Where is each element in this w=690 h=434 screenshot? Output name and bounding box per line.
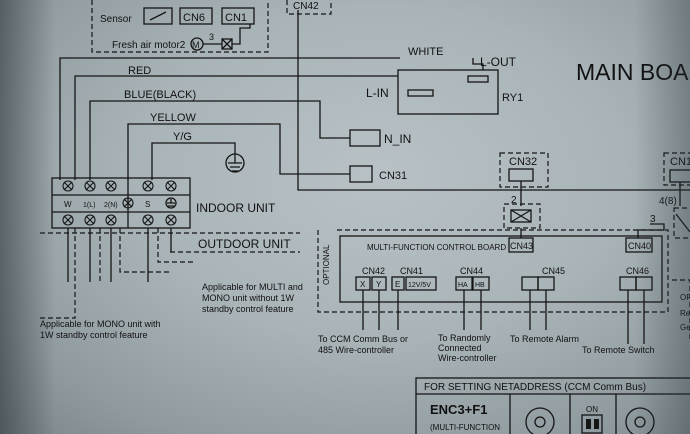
main-bus-line: [297, 10, 690, 191]
right-edge-text-2: Re: [680, 309, 690, 318]
yellow-label: YELLOW: [150, 112, 196, 124]
random-line1: To Randomly: [438, 333, 491, 343]
terminal-2n-label: 2(N): [104, 202, 118, 209]
sensor-label: Sensor: [100, 14, 132, 25]
cn1-label: CN1: [225, 12, 247, 24]
cn44-label: CN44: [460, 266, 483, 276]
blue-label: BLUE(BLACK): [124, 89, 196, 101]
cn45-label: CN45: [542, 266, 565, 276]
cn42-label: CN42: [362, 266, 385, 276]
sensor-thermistor-stroke: [149, 11, 167, 21]
n-in-connector: [349, 129, 381, 147]
cn32-label: CN32: [509, 156, 537, 168]
cn1-right-label: CN1: [670, 156, 690, 168]
mfcb-title: MULTI-FUNCTION CONTROL BOARD: [367, 243, 506, 252]
random-line3: Wire-controller: [438, 353, 497, 363]
pin-x-label: X: [360, 280, 366, 289]
cn31-connector: [349, 165, 373, 183]
white-label: WHITE: [408, 46, 443, 58]
pin-e-label: E: [395, 280, 400, 289]
top-sensor-area: Sensor CN6 CN1 Fresh air motor2 M 3 CN42: [91, 0, 332, 53]
dip-switch-toggle-1: [586, 419, 591, 429]
pin-y-label: Y: [376, 280, 382, 289]
n-in-label: N_IN: [384, 132, 411, 146]
netaddress-heading: FOR SETTING NETADDRESS (CCM Comm Bus): [424, 382, 646, 393]
outdoor-dashed-wires: [40, 228, 196, 319]
cn46-pin-1: [619, 276, 637, 291]
mono-note-line2: 1W standby control feature: [40, 330, 148, 340]
cn46-pin-2: [635, 276, 653, 291]
pin-12v-label: 12V/5V: [408, 282, 431, 289]
lout-label: L-OUT: [480, 55, 517, 69]
pin-ha-label: HA: [458, 282, 468, 289]
cn42-top-label: CN42: [293, 1, 319, 12]
cn6-label: CN6: [183, 12, 205, 24]
rotary-switch-2-knob: [634, 416, 646, 428]
multi-function-control-board: MULTI-FUNCTION CONTROL BOARD CN42 CN41 C…: [339, 235, 663, 303]
cn32-connector: [508, 168, 534, 182]
motor-letter: M: [192, 40, 200, 50]
remote-switch-label: To Remote Switch: [582, 345, 655, 355]
rotary-switch-2-icon: [625, 407, 655, 434]
cn43-label: CN43: [510, 241, 533, 251]
enc-label: ENC3+F1: [430, 402, 487, 417]
multi-note-line1: Applicable for MULTI and: [202, 282, 303, 292]
terminal-block: W 1(L) 2(N) S: [51, 177, 191, 229]
rotary-switch-1-icon: [525, 407, 555, 434]
cn1-right-pin-count: 4(8): [659, 196, 677, 207]
ground-icon: [225, 153, 245, 173]
random-line2: Connected: [438, 343, 482, 353]
yg-wire: [151, 142, 236, 180]
multi-function-label: (MULTI-FUNCTION: [430, 423, 500, 432]
yg-label: Y/G: [173, 131, 192, 143]
cn31-label: CN31: [379, 170, 407, 182]
ry1-label: RY1: [502, 92, 523, 104]
relay-lout-contact: [467, 75, 489, 83]
right-edge-text-1: OF: [680, 293, 690, 302]
multi-note-line3: standby control feature: [202, 304, 294, 314]
pin-hb-label: HB: [475, 282, 485, 289]
mono-note-line1: Applicable for MONO unit with: [40, 319, 161, 329]
cn1-right-connector: [669, 169, 690, 183]
cn46-label: CN46: [626, 266, 649, 276]
terminal-screws: [62, 180, 177, 226]
fresh-air-pin-count: 3: [209, 32, 214, 42]
dip-on-label: ON: [586, 405, 598, 414]
relay-lin-contact: [407, 89, 434, 97]
indoor-unit-label: INDOOR UNIT: [196, 201, 276, 215]
cn45-pin-2: [537, 276, 555, 291]
cn40-label: CN40: [628, 241, 651, 251]
lin-label: L-IN: [366, 86, 389, 100]
multi-note-line2: MONO unit without 1W: [202, 293, 295, 303]
optional-label: OPTIONAL: [322, 244, 331, 285]
fresh-air-label: Fresh air motor2: [112, 40, 186, 51]
red-label: RED: [128, 65, 151, 77]
right-edge-text-3: Ge: [680, 323, 690, 332]
cn1-right-link-box: [673, 207, 690, 239]
rotary-switch-1-knob: [534, 416, 546, 428]
ccm-line1: To CCM Comm Bus or: [318, 334, 408, 344]
cn41-label: CN41: [400, 266, 423, 276]
main-board-title: MAIN BOA: [576, 59, 689, 85]
ccm-line2: 485 Wire-controller: [318, 345, 394, 355]
terminal-s-label: S: [145, 200, 150, 209]
outdoor-unit-label: OUTDOOR UNIT: [198, 237, 291, 251]
terminal-ground-icon: [165, 197, 177, 209]
dip-switch-toggle-2: [594, 419, 599, 429]
terminal-1l-label: 1(L): [83, 202, 95, 209]
terminal-w-label: W: [64, 200, 72, 209]
netaddress-table: FOR SETTING NETADDRESS (CCM Comm Bus) EN…: [415, 377, 690, 434]
blue-wire: [89, 100, 350, 180]
cn32-group: CN32 2 CN43: [499, 152, 549, 253]
remote-alarm-label: To Remote Alarm: [510, 334, 579, 344]
cn45-pin-1: [521, 276, 539, 291]
